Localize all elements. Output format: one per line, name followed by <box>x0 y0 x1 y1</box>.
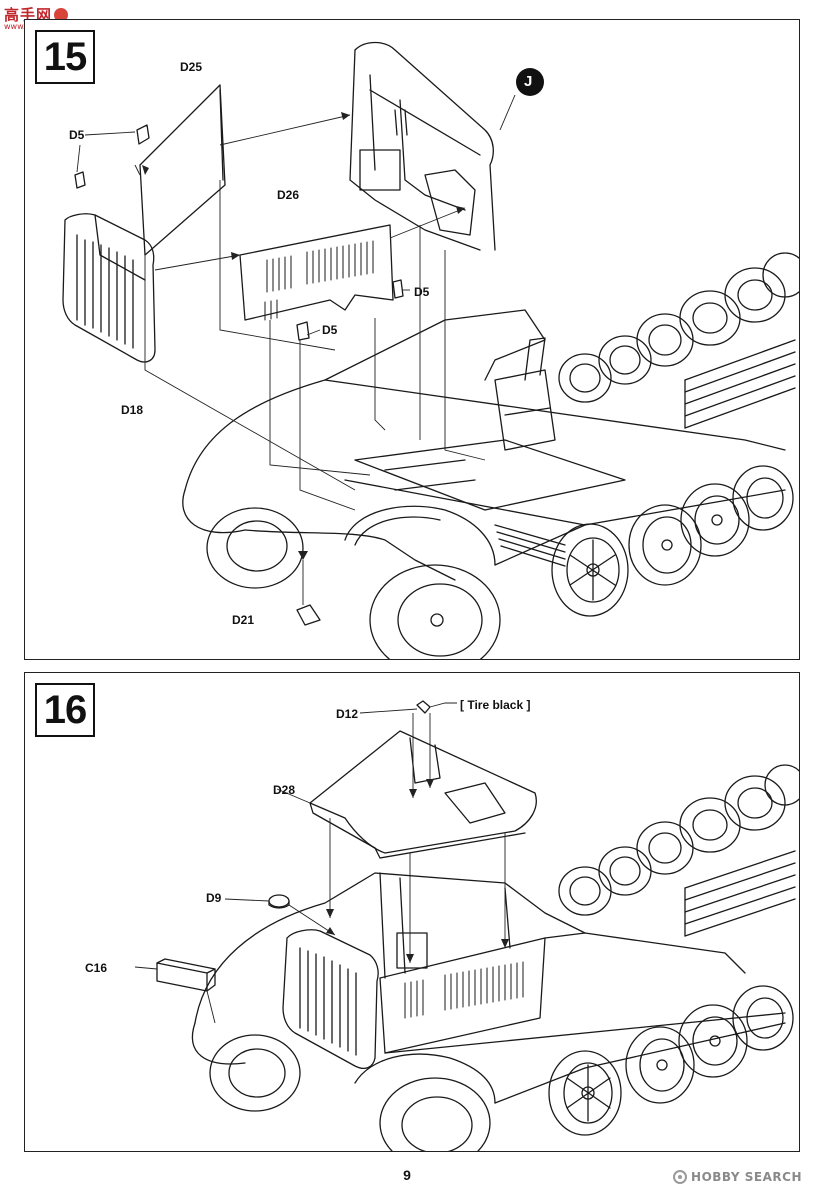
page-number: 9 <box>403 1167 411 1183</box>
part-label-d26: D26 <box>277 188 300 202</box>
brand-text: HOBBY SEARCH <box>691 1170 802 1184</box>
step-number-box: 15 <box>35 30 95 84</box>
part-label-d12: D12 <box>336 707 359 721</box>
hobby-search-logo-icon <box>673 1170 688 1184</box>
hobby-search-brand: HOBBY SEARCH <box>673 1170 802 1184</box>
step-15-panel: 15 <box>24 19 800 660</box>
part-label-d5: D5 <box>322 323 338 337</box>
part-label-d18: D18 <box>121 403 144 417</box>
part-label-d5: D5 <box>69 128 85 142</box>
step-16-drawing <box>134 700 799 1151</box>
paint-note-tire-black: [ Tire black ] <box>460 698 531 712</box>
callout-j-circle <box>516 68 544 96</box>
part-label-d9: D9 <box>206 891 222 905</box>
part-label-d28: D28 <box>273 783 296 797</box>
step-number-box: 16 <box>35 683 95 737</box>
watermark-icon <box>54 7 69 22</box>
part-label-c16: C16 <box>85 961 108 975</box>
callout-j-label: J <box>524 73 533 90</box>
part-label-d25: D25 <box>180 60 203 74</box>
part-label-d21: D21 <box>232 613 255 627</box>
part-label-d5: D5 <box>414 285 430 299</box>
step-15-drawing <box>62 41 799 659</box>
step-16-panel: 16 <box>24 672 800 1152</box>
